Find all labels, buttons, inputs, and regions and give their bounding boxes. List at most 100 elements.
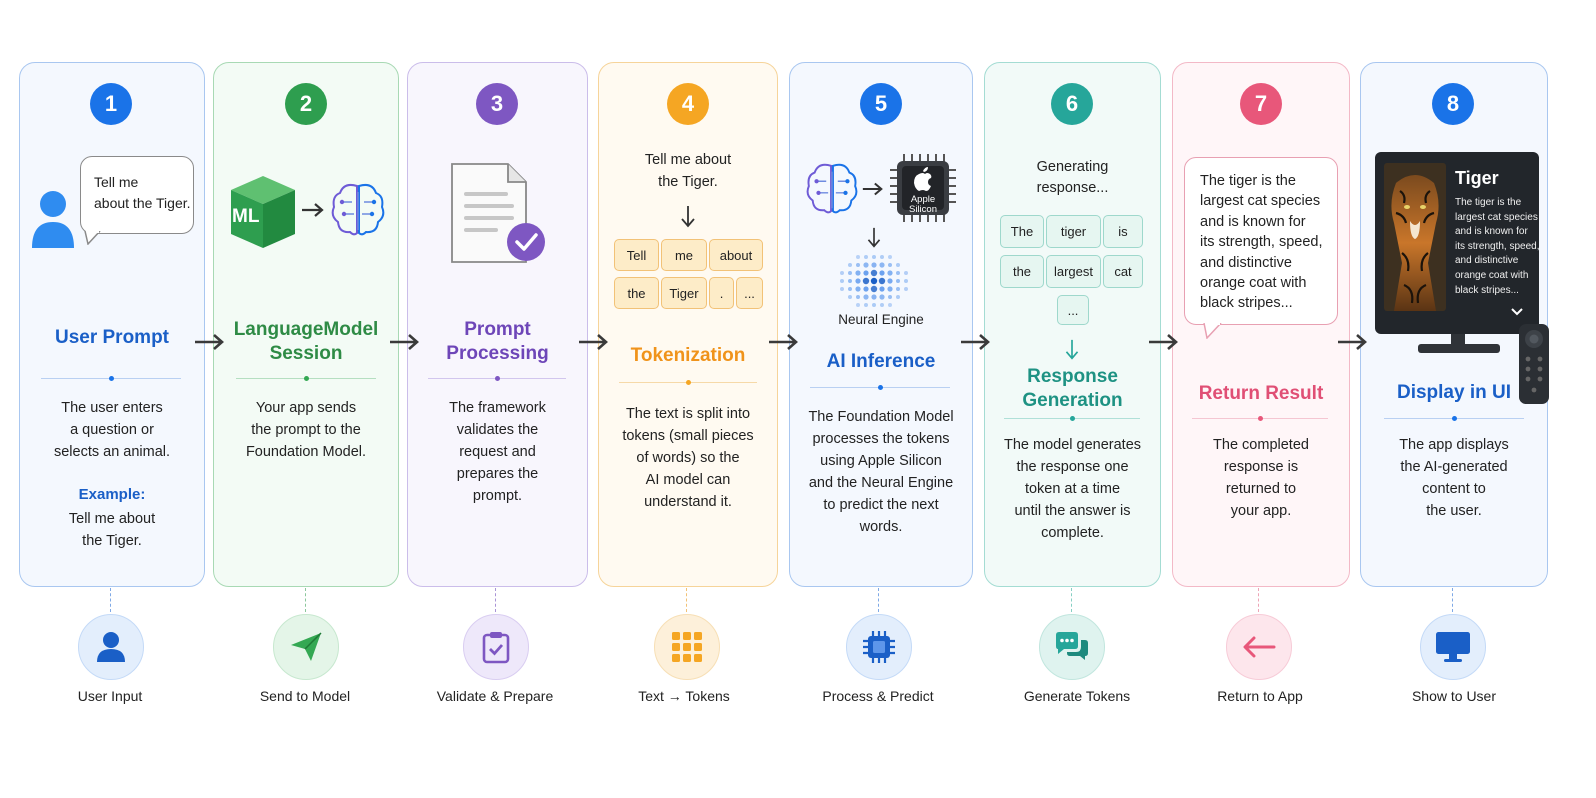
- monitor-icon: [1436, 632, 1470, 662]
- step-title-6-line-2: Generation: [1022, 390, 1123, 411]
- step-title-2-line-2: Session: [269, 343, 343, 364]
- description-line: validates the: [456, 422, 539, 438]
- arrow-left-icon: [1243, 636, 1276, 658]
- bottom-label-1: User Input: [77, 688, 143, 704]
- tokenization-prompt-line-1: Tell me about: [644, 152, 732, 168]
- divider: [236, 376, 376, 381]
- description-line: your app.: [1230, 503, 1292, 519]
- document-check-icon: [451, 163, 545, 263]
- divider: [1004, 416, 1140, 421]
- step-description-3: The framework validates the request and …: [407, 397, 588, 507]
- step-description-6: The model generates the response one tok…: [984, 434, 1161, 544]
- description-line: The model generates: [1003, 437, 1142, 453]
- user-icon: [97, 632, 125, 662]
- tv-text: The tiger is the largest cat species and…: [1455, 196, 1540, 298]
- connector-line: [1071, 588, 1072, 612]
- output-token: largest: [1046, 255, 1101, 288]
- grid-icon: [672, 632, 702, 662]
- chevron-down-icon[interactable]: [1509, 306, 1525, 318]
- brain-icon: [806, 163, 858, 214]
- tokenization-prompt-line-2: the Tiger.: [658, 174, 718, 190]
- output-token: the: [1000, 255, 1044, 288]
- result-line: largest cat species: [1200, 193, 1321, 210]
- bottom-label-3: Validate & Prepare: [436, 688, 554, 704]
- tv-text-line: black stripes...: [1455, 284, 1519, 296]
- connector-line: [686, 588, 687, 612]
- send-to-model-button: [273, 614, 339, 680]
- arrow-down-icon: [867, 227, 881, 248]
- bubble-tail: [84, 231, 101, 245]
- step-number-8: 8: [1432, 83, 1474, 125]
- description-line: content to: [1422, 481, 1486, 497]
- description-line: prepares the: [456, 466, 539, 482]
- tv-text-line: orange coat with: [1455, 269, 1529, 281]
- tiger-image: [1384, 163, 1446, 311]
- result-line: black stripes...: [1200, 295, 1293, 312]
- bottom-label-5: Process & Predict: [822, 688, 934, 704]
- description-line: to predict the next: [823, 497, 939, 513]
- remote-icon: [1519, 324, 1549, 404]
- step-title-5: AI Inference: [826, 351, 936, 372]
- flow-arrow-icon: [1338, 334, 1367, 350]
- divider: [428, 376, 566, 381]
- input-token: ...: [736, 277, 763, 309]
- description-line: prompt.: [472, 488, 523, 504]
- description-line: tokens (small pieces: [622, 428, 754, 444]
- description-line: words.: [859, 519, 903, 535]
- step-card-4: [598, 62, 778, 587]
- generate-tokens-button: [1039, 614, 1105, 680]
- description-line: Foundation Model.: [245, 444, 367, 460]
- description-line: until the answer is: [1014, 503, 1131, 519]
- bottom-label-6: Generate Tokens: [1023, 688, 1131, 704]
- tv-title: Tiger: [1455, 168, 1499, 188]
- prompt-bubble-line-1: Tell me: [94, 174, 139, 190]
- description-line: token at a time: [1024, 481, 1121, 497]
- validate-prepare-button: [463, 614, 529, 680]
- description-line: and the Neural Engine: [808, 475, 954, 491]
- user-input-button: [78, 614, 144, 680]
- bottom-label-2: Send to Model: [259, 688, 351, 704]
- step-number-3: 3: [476, 83, 518, 125]
- step-description-2: Your app sends the prompt to the Foundat…: [213, 397, 399, 463]
- chip-icon: [863, 631, 895, 663]
- output-token: The: [1000, 215, 1044, 248]
- arrow-right-icon: [862, 182, 883, 196]
- output-token: is: [1103, 215, 1143, 248]
- chat-bubbles-icon: [1056, 632, 1088, 660]
- flow-arrow-icon: [961, 334, 990, 350]
- step-number-7: 7: [1240, 83, 1282, 125]
- description-line: the response one: [1016, 459, 1129, 475]
- divider: [1192, 416, 1328, 421]
- flow-arrow-icon: [390, 334, 419, 350]
- step-card-3: [407, 62, 588, 587]
- example-line: the Tiger.: [82, 533, 142, 549]
- tv-text-line: largest cat species: [1455, 211, 1538, 223]
- description-line: returned to: [1225, 481, 1297, 497]
- input-token: .: [709, 277, 734, 309]
- description-line: The user enters: [61, 400, 163, 416]
- divider: [41, 376, 181, 381]
- bottom-label-7: Return to App: [1217, 688, 1303, 704]
- description-line: Your app sends: [255, 400, 357, 416]
- prompt-bubble: Tell me about the Tiger.: [80, 156, 194, 234]
- connector-line: [878, 588, 879, 612]
- return-to-app-button: [1226, 614, 1292, 680]
- tv-text-line: and is known for: [1455, 226, 1528, 238]
- description-line: the AI-generated: [1400, 459, 1508, 475]
- step-number-2: 2: [285, 83, 327, 125]
- divider: [1384, 416, 1524, 421]
- step-title-8: Display in UI: [1396, 382, 1512, 403]
- description-line: a question or: [70, 422, 154, 438]
- brain-icon: [331, 183, 385, 236]
- result-line: and distinctive: [1200, 254, 1292, 271]
- output-token: ...: [1057, 295, 1089, 325]
- description-line: request and: [459, 444, 536, 460]
- neural-engine-icon: [840, 255, 908, 307]
- bubble-tail: [1203, 323, 1222, 339]
- tv-stand-neck: [1451, 334, 1465, 344]
- output-token: tiger: [1046, 215, 1101, 248]
- tv-text-line: The tiger is the: [1455, 197, 1522, 208]
- step-number-1: 1: [90, 83, 132, 125]
- clipboard-check-icon: [482, 632, 510, 664]
- description-line: AI model can: [645, 472, 731, 488]
